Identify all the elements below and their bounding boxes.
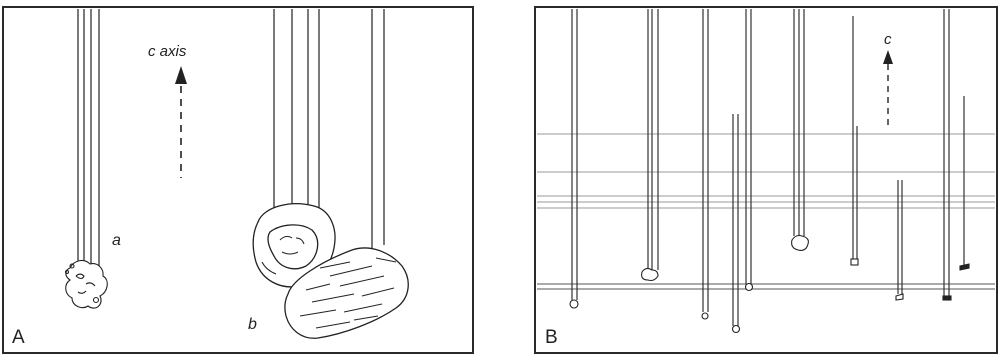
- particle-b3: [702, 313, 708, 319]
- panel-b-frame: [535, 7, 997, 353]
- label-a: a: [112, 232, 121, 249]
- panel-b: c B: [535, 7, 997, 353]
- panel-a: c axis a b A: [3, 7, 473, 353]
- particle-b9: [943, 296, 951, 300]
- panel-b-letter: B: [545, 327, 558, 348]
- c-axis-label: c axis: [148, 43, 187, 60]
- particle-b2: [642, 268, 658, 280]
- particle-b6: [792, 236, 809, 251]
- particle-b4: [733, 326, 740, 333]
- c-label-panel-b: c: [884, 31, 892, 48]
- panel-a-letter: A: [12, 327, 25, 348]
- particle-b5: [746, 284, 753, 291]
- particle-b7: [851, 259, 858, 265]
- particle-b1: [570, 300, 578, 308]
- label-b: b: [248, 316, 257, 333]
